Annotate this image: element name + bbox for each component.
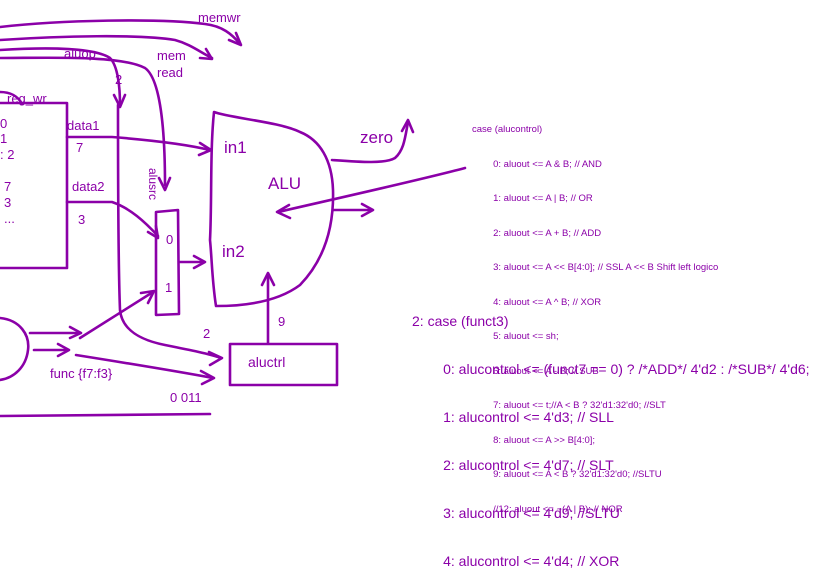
memwr-label: memwr: [198, 10, 241, 25]
data2-label: data2: [72, 179, 105, 194]
zero-label: zero: [360, 128, 394, 147]
immediate-gen-ellipse: [0, 316, 30, 382]
code-line: 4: aluout <= A ^ B; // XOR: [472, 296, 602, 308]
code-line: 2: case (funct3): [412, 313, 509, 329]
regwr-label: reg_wr: [7, 91, 47, 106]
func-arrowhead: [56, 342, 71, 358]
aluctrl-to-alu-arrowhead: [260, 271, 276, 287]
code-line: 2: aluout <= A + B; // ADD: [472, 227, 602, 239]
register-file-box: [0, 101, 69, 270]
zero-wire: [330, 120, 410, 164]
alucontrol-case-code: 2: case (funct3) 0: alucontrol <= (funct…: [412, 281, 810, 585]
aluctrl-box: [228, 342, 339, 387]
mux-input-1: 1: [165, 280, 173, 295]
code-line: 4: alucontrol <= 4'd4; // XOR: [412, 553, 620, 569]
data2-wire: [65, 200, 160, 238]
alu-in2-label: in2: [222, 242, 245, 261]
memwr-wire: [0, 19, 242, 46]
aluop-wire: [0, 47, 122, 107]
aluop-width-label: 2: [115, 72, 123, 87]
memwr-arrowhead: [227, 31, 243, 47]
alusrc-label: alusrc: [146, 168, 160, 201]
code-line: 1: aluout <= A | B; // OR: [472, 193, 593, 204]
zero-arrowhead: [400, 118, 415, 134]
code-line: 0: alucontrol <= (funct7 == 0) ? /*ADD*/…: [412, 361, 810, 377]
code-to-alu-arrowhead: [275, 203, 292, 220]
alusrc-wire: [0, 56, 167, 187]
regfile-value-1: 1: [0, 131, 8, 146]
regfile-value-0: 0: [0, 116, 8, 131]
mux-input-0: 0: [166, 232, 174, 247]
code-line: 6: aluout <= A - B; // SUB: [472, 365, 599, 377]
aluctrl-label: aluctrl: [248, 354, 286, 370]
mem-label: mem: [157, 48, 186, 63]
bottom-value-label: 0 011: [170, 390, 202, 405]
code-line: 7: aluout <= t;//A < B ? 32'd1:32'd0; //…: [472, 400, 666, 411]
code-line: case (alucontrol): [472, 124, 543, 135]
aluctrl-input-width: 2: [203, 326, 211, 341]
code-line: 2: alucontrol <= 4'd7; // SLT: [412, 457, 614, 473]
data2-value: 3: [78, 212, 86, 227]
mux-to-alu-arrowhead: [192, 254, 207, 270]
func-label: func {f7:f3}: [50, 366, 113, 381]
data1-value: 7: [76, 140, 84, 155]
bottom-wire: [0, 412, 212, 418]
code-line: 5: aluout <= sh;: [472, 331, 559, 342]
aluop-arrowhead: [112, 93, 127, 109]
regfile-value-2: : 2: [0, 147, 15, 162]
func-to-aluctrl-wire: [74, 353, 215, 380]
memread-wire: [0, 34, 214, 60]
code-line: 1: alucontrol <= 4'd3; // SLL: [412, 409, 614, 425]
alu-label: ALU: [268, 174, 302, 193]
regfile-value-7: 7: [4, 179, 12, 194]
regfile-value-ellipsis: ...: [4, 211, 15, 226]
alu-shape: [208, 110, 335, 308]
read-label: read: [157, 65, 184, 80]
alu-result-arrowhead: [360, 202, 375, 218]
aluop-label: aluop: [64, 46, 96, 61]
imm-to-mux-diagonal: [78, 290, 155, 340]
alusrc-arrowhead: [157, 176, 172, 192]
vertical-bus: [116, 103, 223, 360]
alusrc-mux: [154, 208, 181, 317]
datapath-diagram: [0, 19, 467, 418]
code-line: 0: aluout <= A & B; // AND: [472, 158, 602, 170]
func-to-aluctrl-arrowhead: [199, 369, 216, 386]
regfile-value-3: 3: [4, 195, 12, 210]
code-to-alu-wire: [276, 166, 467, 214]
data1-label: data1: [67, 118, 100, 133]
alu-in1-label: in1: [224, 138, 247, 157]
data1-wire: [65, 135, 212, 152]
aluctrl-output-width: 9: [278, 314, 286, 329]
vertical-bus-arrowhead: [207, 350, 224, 367]
code-line: 3: aluout <= A << B[4:0]; // SSL A << B …: [472, 262, 719, 273]
imm-arrowhead: [68, 325, 83, 340]
imm-diagonal-arrowhead: [139, 289, 156, 305]
code-line: 3: alucontrol <= 4'd9; //SLTU: [412, 505, 620, 521]
memread-arrowhead: [198, 47, 214, 61]
